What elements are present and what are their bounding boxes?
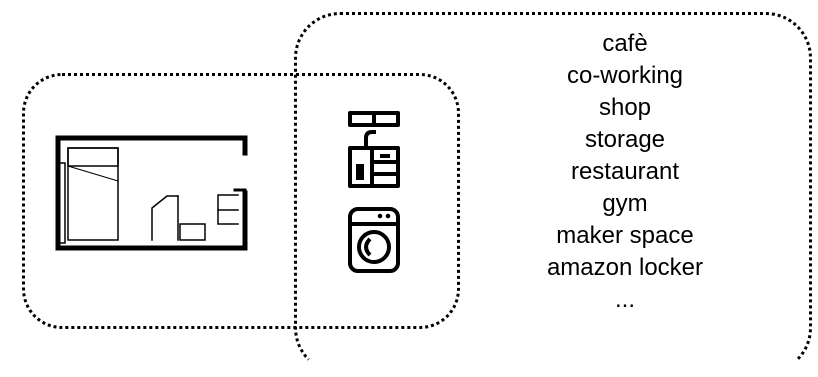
amenity-amazon-locker: amazon locker	[546, 254, 704, 281]
amenity-shop: shop	[598, 94, 652, 121]
amenity-co-working: co-working	[566, 62, 684, 89]
amenity-storage: storage	[584, 126, 666, 153]
kitchen-sink-icon	[348, 111, 400, 188]
amenity-more: ...	[614, 286, 635, 313]
washing-machine-icon	[348, 207, 400, 273]
shared-amenities-region	[294, 12, 812, 374]
amenity-restaurant: restaurant	[570, 158, 680, 185]
private-unit-region	[22, 73, 460, 329]
amenity-maker-space: maker space	[556, 222, 694, 249]
amenity-cafe: cafè	[602, 30, 648, 57]
amenity-gym: gym	[602, 190, 648, 217]
floor-plan-icon	[55, 135, 248, 251]
amenities-list: cafè co-working shop storage restaurant …	[505, 28, 745, 316]
